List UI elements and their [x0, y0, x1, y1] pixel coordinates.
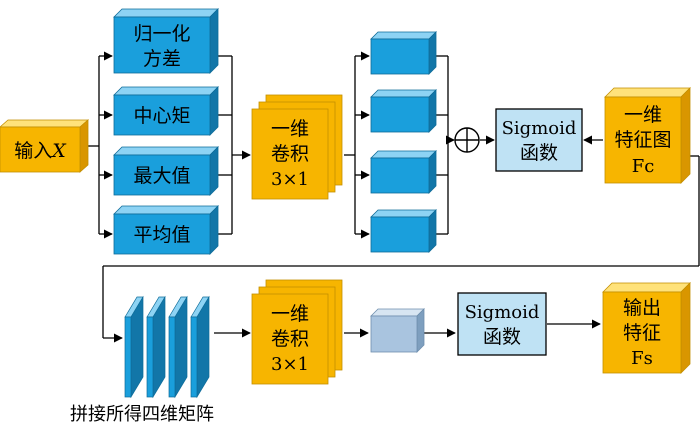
pale-cube — [370, 308, 425, 353]
cube-1 — [370, 31, 437, 75]
pool-variance-label: 方差 — [143, 48, 181, 70]
pool-max-label: 最大值 — [133, 165, 190, 187]
sigmoid1-line2: 函数 — [520, 142, 558, 164]
conv1-stack: 一维 卷积 3×1 — [251, 94, 343, 200]
cube-3 — [370, 150, 437, 194]
sigmoid2-line1: Sigmoid — [465, 302, 540, 323]
pool-max: 最大值 — [113, 146, 219, 196]
output-line2: 特征 — [623, 322, 661, 344]
input-variable: X — [50, 140, 67, 162]
conv2-line1: 一维 — [271, 303, 309, 325]
sigmoid2-line2: 函数 — [483, 326, 521, 348]
concat-label: 拼接所得四维矩阵 — [70, 404, 214, 425]
conv1-line2: 卷积 — [271, 143, 309, 165]
pool-central-moment: 中心矩 — [113, 86, 219, 136]
fc-box: 一维 特征图 Fc — [604, 87, 691, 184]
svg-text:输入X: 输入X — [14, 140, 67, 162]
input-box: 输入X — [0, 119, 90, 173]
sigmoid2-box: Sigmoid 函数 — [457, 292, 547, 356]
pool-average-label: 平均值 — [133, 224, 190, 246]
fc-line2: 特征图 — [614, 129, 671, 151]
sigmoid1-line1: Sigmoid — [502, 118, 577, 139]
pool-normalized-label: 归一化 — [133, 23, 190, 45]
pool-average: 平均值 — [113, 205, 219, 255]
conv2-kernel: 3×1 — [271, 354, 309, 375]
connectors — [88, 51, 700, 343]
pool-central-moment-label: 中心矩 — [133, 105, 190, 127]
cube-4 — [370, 209, 437, 253]
sum-plus-icon — [454, 127, 480, 153]
fc-line1: 一维 — [624, 104, 662, 126]
slab-2 — [146, 295, 166, 399]
conv1-line1: 一维 — [271, 118, 309, 140]
cube-2 — [370, 89, 437, 133]
sigmoid1-box: Sigmoid 函数 — [495, 108, 583, 172]
output-line1: 输出 — [623, 297, 661, 319]
input-label: 输入 — [14, 140, 52, 162]
conv2-line2: 卷积 — [271, 328, 309, 350]
fc-line3: Fc — [632, 156, 655, 177]
slab-3 — [168, 295, 188, 399]
conv2-stack: 一维 卷积 3×1 — [251, 279, 343, 385]
pool-normalized-variance: 归一化 方差 — [113, 8, 219, 74]
slab-4 — [190, 295, 210, 399]
conv1-kernel: 3×1 — [271, 169, 309, 190]
output-line3: Fs — [631, 348, 653, 369]
output-box: 输出 特征 Fs — [602, 282, 691, 374]
slab-1 — [124, 295, 144, 399]
weight-cubes — [370, 31, 437, 253]
concat-slabs — [124, 295, 210, 399]
